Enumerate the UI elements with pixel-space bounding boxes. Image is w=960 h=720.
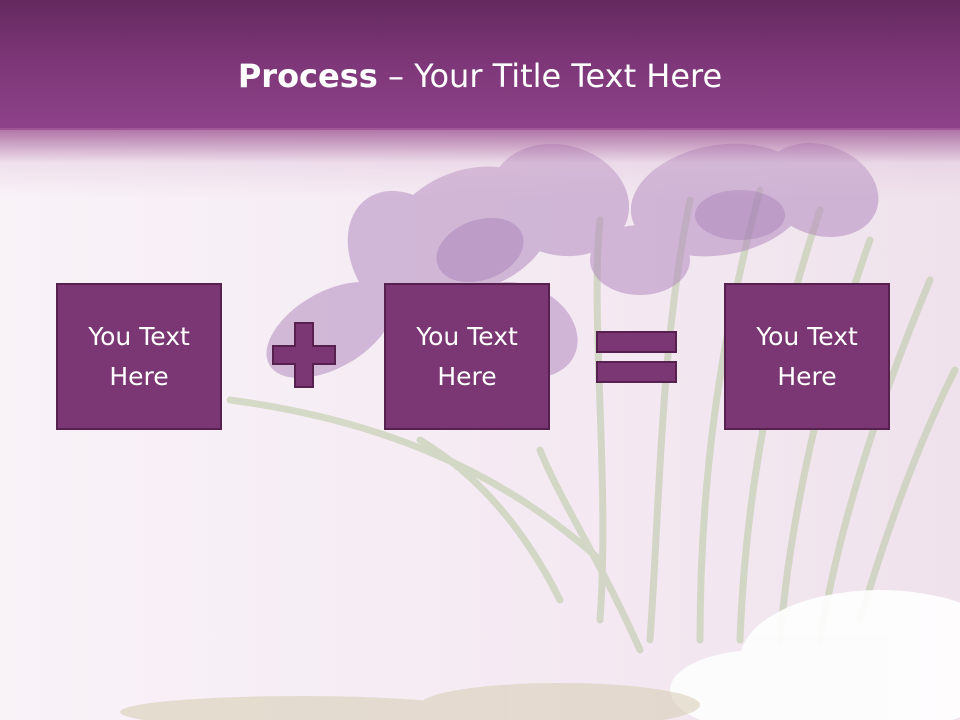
process-box-1-text: You Text Here	[88, 321, 190, 391]
process-box-2: You Text Here	[384, 283, 550, 430]
slide-title: Process – Your Title Text Here	[0, 54, 960, 98]
title-bold: Process	[237, 57, 378, 95]
process-box-3: You Text Here	[724, 283, 890, 430]
process-box-2-text: You Text Here	[416, 321, 518, 391]
title-separator: –	[377, 57, 415, 95]
plus-icon	[272, 322, 336, 388]
title-text: Your Title Text Here	[414, 57, 723, 95]
process-box-1: You Text Here	[56, 283, 222, 430]
title-bar-fade	[0, 128, 960, 198]
process-box-3-text: You Text Here	[756, 321, 858, 391]
equals-icon	[596, 331, 677, 383]
title-bar	[0, 0, 960, 130]
